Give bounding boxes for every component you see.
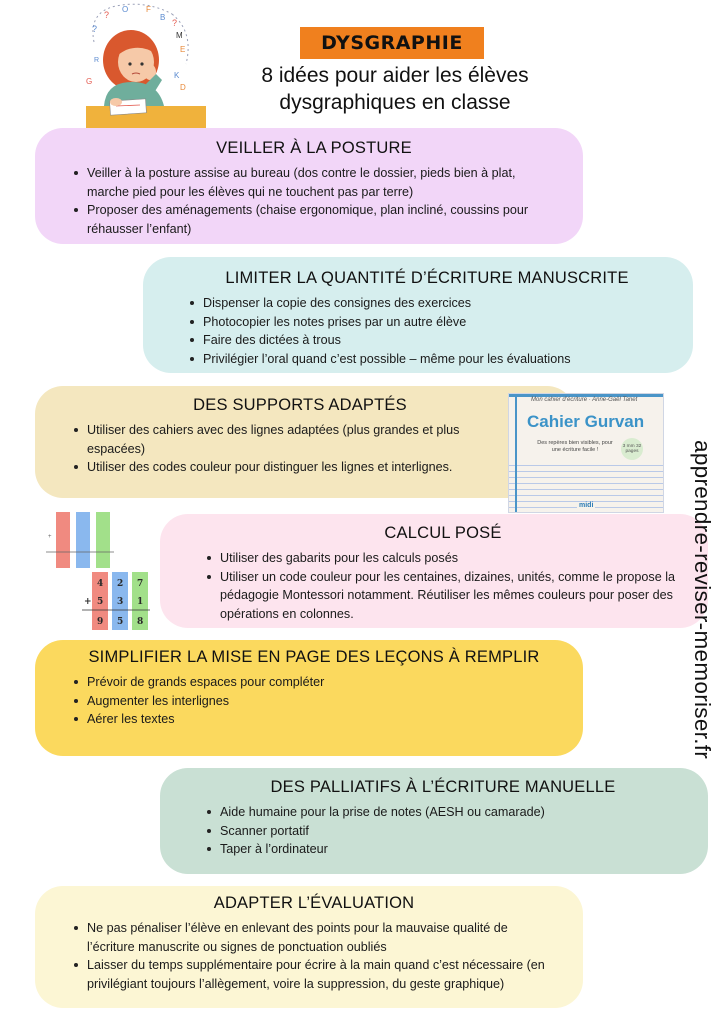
hundreds-column — [56, 512, 70, 568]
list-item: Photocopier les notes prises par un autr… — [187, 313, 667, 332]
card-title: DES SUPPORTS ADAPTÉS — [193, 396, 407, 414]
digit: 1 — [137, 597, 143, 607]
list-item: Scanner portatif — [204, 822, 682, 841]
website-url: apprendre-reviser-memoriser.fr — [690, 440, 715, 760]
floating-letter: K — [174, 71, 180, 80]
digit: 8 — [137, 617, 143, 627]
card-title: VEILLER À LA POSTURE — [216, 139, 412, 157]
book-title: Cahier Gurvan — [527, 412, 645, 431]
card-handwriting-alternatives: DES PALLIATIFS À L’ÉCRITURE MANUELLE Aid… — [160, 768, 708, 874]
list-item: Prévoir de grands espaces pour compléter — [71, 673, 557, 692]
cover-margin-line — [515, 394, 517, 512]
book-sticker: 3 mm 32 pages — [621, 438, 643, 460]
floating-letter: O — [122, 5, 128, 14]
floating-letter: ? — [104, 10, 109, 20]
list-item: Utiliser des gabarits pour les calculs p… — [204, 549, 682, 568]
list-item: Utiliser un code couleur pour les centai… — [204, 568, 682, 624]
page-subtitle: 8 idées pour aider les élèves dysgraphiq… — [215, 62, 575, 116]
hundreds-column — [92, 572, 108, 630]
subtitle-line: dysgraphiques en classe — [279, 91, 511, 114]
cover-border — [509, 394, 663, 397]
bullet-list: Dispenser la copie des consignes des exe… — [187, 294, 667, 368]
subtitle-line: 8 idées pour aider les élèves — [261, 64, 529, 87]
card-adapted-supports: DES SUPPORTS ADAPTÉS Utiliser des cahier… — [35, 386, 575, 498]
list-item: Aérer les textes — [71, 710, 557, 729]
floating-letter: F — [146, 5, 151, 14]
digit: 7 — [137, 579, 143, 589]
card-simplify-layout: SIMPLIFIER LA MISE EN PAGE DES LEÇONS À … — [35, 640, 583, 756]
book-tagline: Des repères bien visibles, pour une écri… — [537, 440, 613, 453]
tens-column — [112, 572, 128, 630]
digit: 9 — [97, 617, 103, 627]
floating-letter: R — [94, 57, 99, 64]
card-posture: VEILLER À LA POSTURE Veiller à la postur… — [35, 128, 583, 244]
card-adapt-evaluation: ADAPTER L’ÉVALUATION Ne pas pénaliser l’… — [35, 886, 583, 1008]
bullet-list: Veiller à la posture assise au bureau (d… — [71, 164, 557, 238]
floating-letter: B — [160, 13, 165, 22]
card-column-calculation: CALCUL POSÉ Utiliser des gabarits pour l… — [160, 514, 708, 628]
units-column — [96, 512, 110, 568]
list-item: Dispenser la copie des consignes des exe… — [187, 294, 667, 313]
digit: 2 — [117, 579, 123, 589]
floating-letter: ? — [92, 24, 97, 34]
list-item: Privilégier l’oral quand c’est possible … — [187, 350, 667, 369]
digit: 4 — [97, 579, 103, 589]
floating-letter: E — [180, 45, 185, 54]
topic-badge: DYSGRAPHIE — [300, 27, 484, 59]
floating-letter: D — [180, 83, 186, 92]
digit: 5 — [97, 597, 103, 607]
list-item: Taper à l’ordinateur — [204, 840, 682, 859]
list-item: Augmenter les interlignes — [71, 692, 557, 711]
card-limit-handwriting: LIMITER LA QUANTITÉ D’ÉCRITURE MANUSCRIT… — [143, 257, 693, 373]
list-item: Utiliser des cahiers avec des lignes ada… — [71, 421, 479, 458]
bullet-list: Prévoir de grands espaces pour compléter… — [71, 673, 557, 729]
list-item: Proposer des aménagements (chaise ergono… — [71, 201, 557, 238]
card-title: LIMITER LA QUANTITÉ D’ÉCRITURE MANUSCRIT… — [225, 269, 629, 287]
notebook-cover-image: Mon cahier d’écriture · Anne-Gaël Tanet … — [508, 393, 664, 513]
list-item: Utiliser des codes couleur pour distingu… — [71, 458, 479, 477]
digit: 3 — [117, 597, 123, 607]
floating-letter: G — [86, 77, 92, 86]
tens-column — [76, 512, 90, 568]
bullet-list: Aide humaine pour la prise de notes (AES… — [204, 803, 682, 859]
floating-letter: M — [176, 31, 183, 40]
list-item: Veiller à la posture assise au bureau (d… — [71, 164, 557, 201]
svg-text:+: + — [48, 534, 52, 540]
card-title: CALCUL POSÉ — [384, 524, 502, 542]
list-item: Faire des dictées à trous — [187, 331, 667, 350]
bullet-list: Ne pas pénaliser l’élève en enlevant des… — [71, 919, 557, 993]
card-title: SIMPLIFIER LA MISE EN PAGE DES LEÇONS À … — [88, 648, 540, 666]
publisher-logo: midi — [577, 502, 596, 509]
card-title: DES PALLIATIFS À L’ÉCRITURE MANUELLE — [270, 778, 616, 796]
girl-writing-illustration: ? O F B ? ? M G E K D R — [86, 3, 206, 128]
floating-letter: ? — [172, 18, 177, 28]
column-addition-illustration: + 4 2 7 + 5 3 1 9 5 8 — [46, 512, 150, 630]
list-item: Aide humaine pour la prise de notes (AES… — [204, 803, 682, 822]
bullet-list: Utiliser des cahiers avec des lignes ada… — [71, 421, 549, 477]
list-item: Laisser du temps supplémentaire pour écr… — [71, 956, 557, 993]
plus-sign: + — [84, 597, 92, 607]
digit: 5 — [117, 617, 123, 627]
card-title: ADAPTER L’ÉVALUATION — [213, 894, 415, 912]
book-series: Mon cahier d’écriture · Anne-Gaël Tanet — [531, 397, 638, 403]
list-item: Ne pas pénaliser l’élève en enlevant des… — [71, 919, 557, 956]
units-column — [132, 572, 148, 630]
bullet-list: Utiliser des gabarits pour les calculs p… — [204, 549, 682, 623]
